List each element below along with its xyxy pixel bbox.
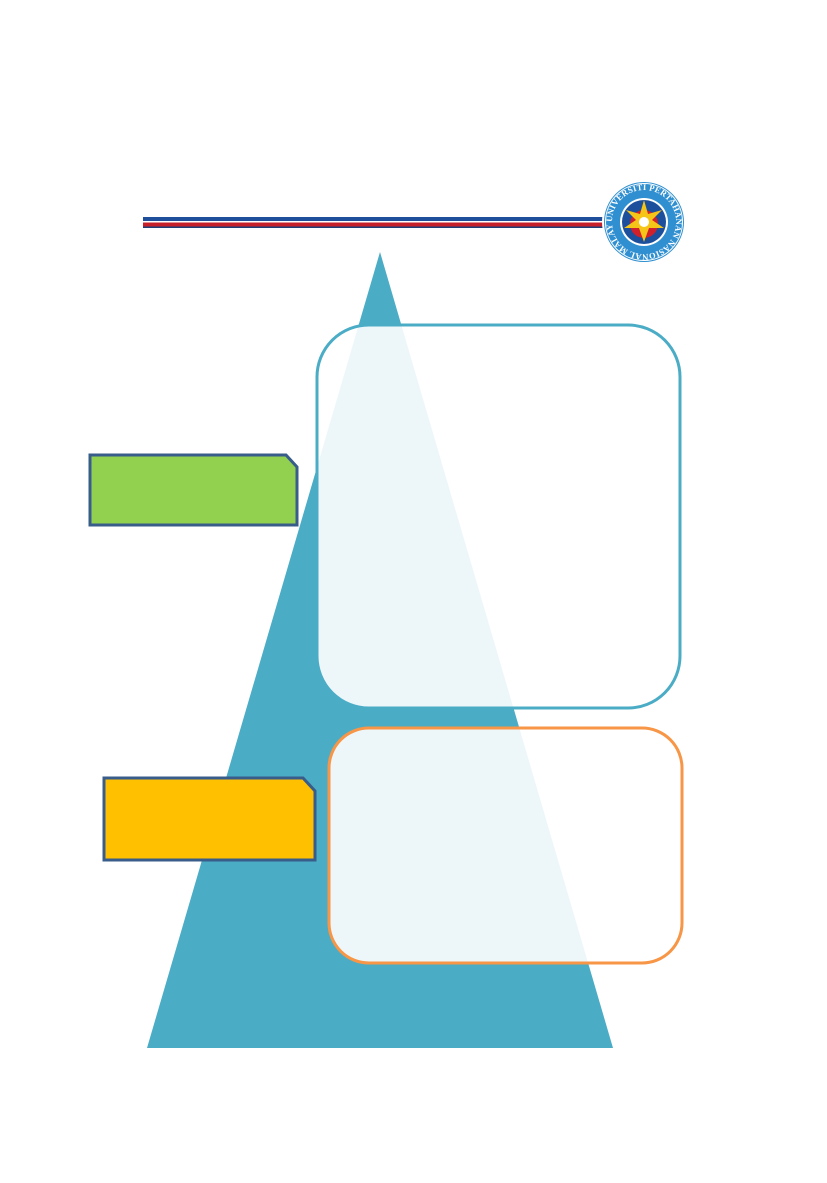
header-rule-blue xyxy=(143,217,611,221)
bottom-content-box xyxy=(327,726,684,965)
seal-center xyxy=(639,217,649,227)
header-rule-red xyxy=(143,222,611,227)
header-rule xyxy=(143,217,611,228)
green-label-tab xyxy=(88,453,299,527)
top-content-box xyxy=(315,323,682,710)
header-rule-gap xyxy=(143,221,611,223)
yellow-label-tab xyxy=(102,776,317,862)
seal-ring-edge xyxy=(605,183,683,261)
header-rule-navy xyxy=(143,226,611,228)
